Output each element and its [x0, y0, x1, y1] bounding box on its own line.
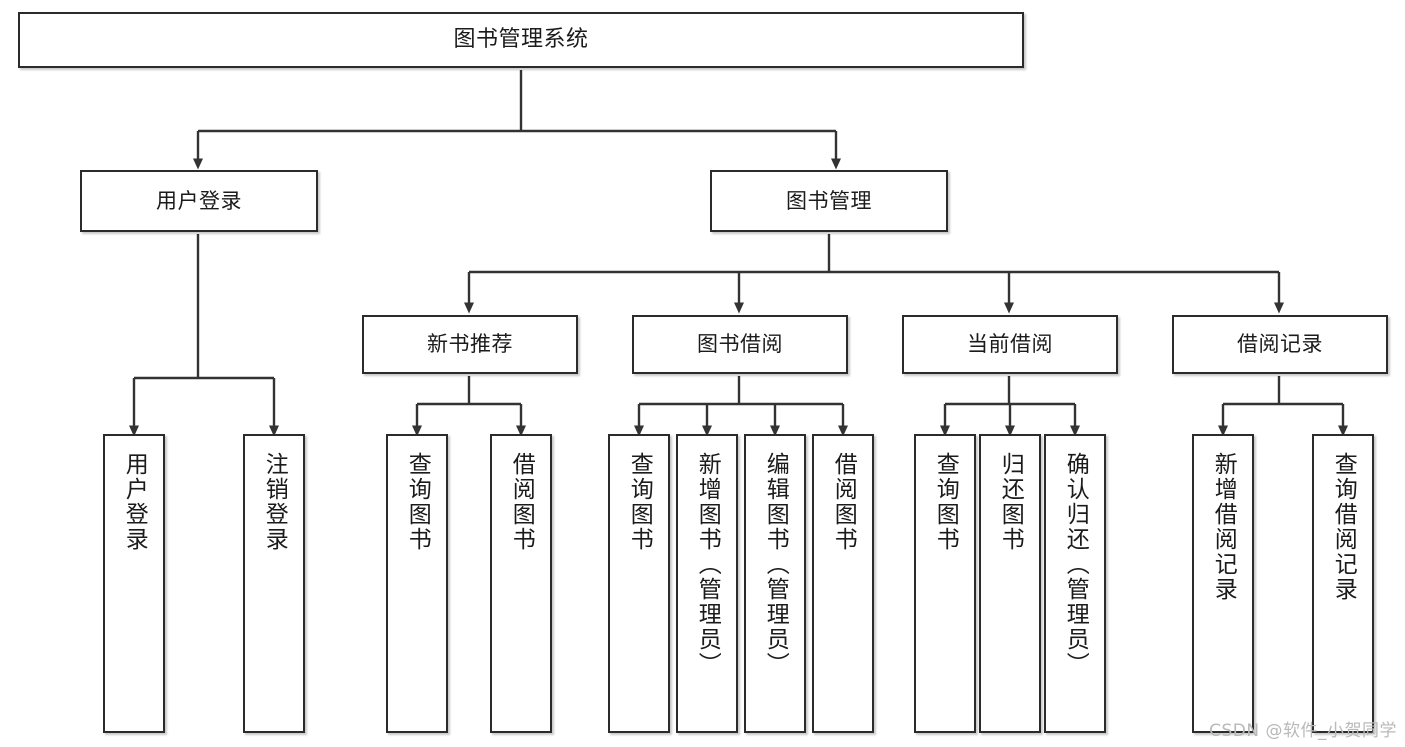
node-label: 借阅图书: [830, 452, 857, 552]
node-borrow-record[interactable]: 借阅记录: [1172, 315, 1388, 374]
node-label: 查询图书: [932, 452, 959, 552]
leaf-query-record[interactable]: 查询借阅记录: [1312, 434, 1374, 733]
leaf-return-book[interactable]: 归还图书: [979, 434, 1041, 733]
node-label: 查询图书: [626, 452, 653, 552]
leaf-edit-book[interactable]: 编辑图书（管理员）: [744, 434, 806, 733]
node-book-borrow[interactable]: 图书借阅: [632, 315, 848, 374]
leaf-user-login[interactable]: 用户登录: [103, 434, 165, 733]
node-label: 图书管理: [786, 188, 872, 213]
leaf-confirm-return[interactable]: 确认归还（管理员）: [1044, 434, 1106, 733]
node-label: 查询借阅记录: [1330, 452, 1357, 602]
node-label: 归还图书: [997, 452, 1024, 552]
node-label: 借阅记录: [1237, 332, 1323, 357]
node-label: 新增借阅记录: [1210, 452, 1237, 602]
leaf-query-book-3[interactable]: 查询图书: [914, 434, 976, 733]
node-label: 图书借阅: [697, 332, 783, 357]
leaf-add-book[interactable]: 新增图书（管理员）: [676, 434, 738, 733]
leaf-query-book-1[interactable]: 查询图书: [386, 434, 448, 733]
node-root-book-management-system[interactable]: 图书管理系统: [18, 12, 1024, 68]
leaf-logout-login[interactable]: 注销登录: [243, 434, 305, 733]
node-label: 新增图书（管理员）: [694, 452, 721, 677]
node-label: 注销登录: [261, 452, 288, 552]
node-new-book-recommend[interactable]: 新书推荐: [362, 315, 578, 374]
csdn-watermark: CSDN @软件_小贺同学: [1209, 721, 1397, 741]
node-label: 新书推荐: [427, 332, 513, 357]
node-label: 图书管理系统: [453, 27, 589, 53]
node-label: 用户登录: [121, 452, 148, 552]
node-book-manage[interactable]: 图书管理: [710, 170, 948, 232]
node-label: 当前借阅: [967, 332, 1053, 357]
node-current-borrow[interactable]: 当前借阅: [902, 315, 1118, 374]
leaf-query-book-2[interactable]: 查询图书: [608, 434, 670, 733]
leaf-borrow-book-1[interactable]: 借阅图书: [490, 434, 552, 733]
node-user-login[interactable]: 用户登录: [80, 170, 318, 232]
leaf-add-record[interactable]: 新增借阅记录: [1192, 434, 1254, 733]
node-label: 编辑图书（管理员）: [762, 452, 789, 677]
node-label: 查询图书: [404, 452, 431, 552]
node-label: 用户登录: [156, 188, 242, 213]
node-label: 借阅图书: [508, 452, 535, 552]
node-label: 确认归还（管理员）: [1062, 452, 1089, 677]
leaf-borrow-book-2[interactable]: 借阅图书: [812, 434, 874, 733]
